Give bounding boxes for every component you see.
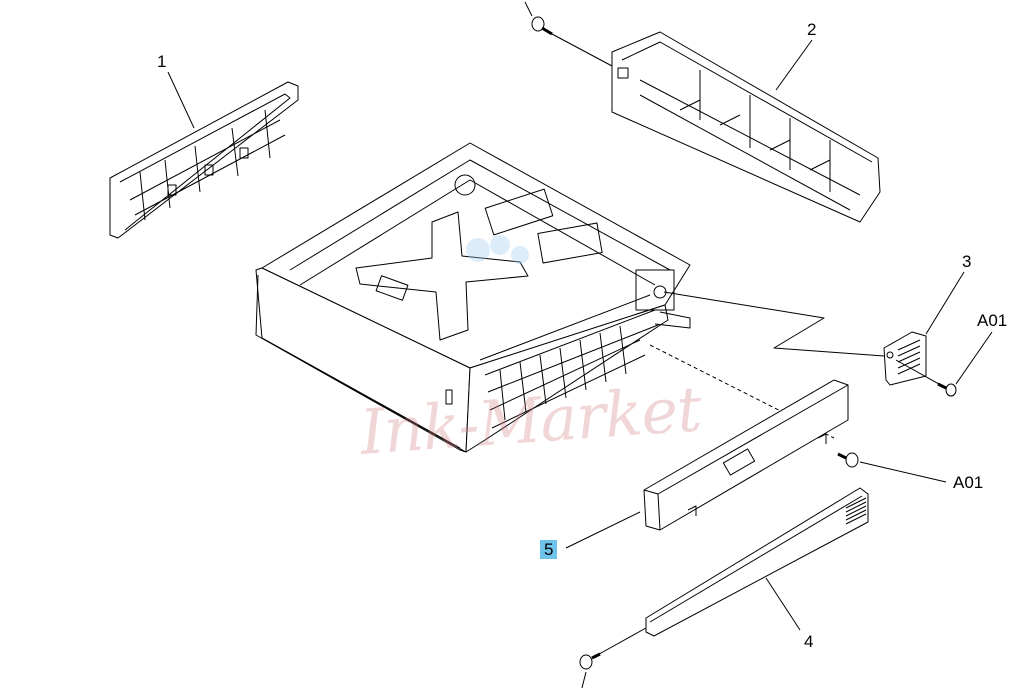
screw-bottom [579, 652, 601, 688]
callout-4: 4 [804, 632, 814, 651]
leader-screw-a01-top [895, 359, 947, 389]
paper-tray-base [255, 142, 691, 453]
leader-part-3-path [663, 291, 885, 357]
callout-5-highlighted: 5 [540, 540, 558, 559]
leader-1 [167, 71, 195, 129]
callout-1: 1 [157, 52, 167, 71]
leader-2 [775, 39, 813, 91]
leader-4 [765, 577, 801, 631]
part-4-lower-rail [645, 487, 869, 637]
leader-3 [925, 271, 965, 335]
part-1-left-panel [109, 81, 299, 239]
leader-a01-middle [859, 461, 947, 483]
leader-a01-upper [955, 331, 993, 385]
part-5-front-cover [643, 379, 849, 531]
screw-a01-upper [937, 382, 957, 397]
callout-a01-top: A01 [977, 311, 1008, 330]
part-2-back-cover [611, 31, 881, 223]
screw-top [524, 1, 553, 36]
leader-screw-top [551, 33, 613, 67]
part-3-side-bracket [883, 331, 927, 386]
watermark-dots [466, 235, 529, 264]
callout-a01-middle: A01 [953, 473, 984, 492]
leader-screw-bottom [591, 627, 647, 659]
callout-2: 2 [807, 20, 817, 39]
screw-a01-middle [837, 452, 859, 468]
leader-5 [565, 511, 641, 549]
callout-3: 3 [962, 252, 972, 271]
